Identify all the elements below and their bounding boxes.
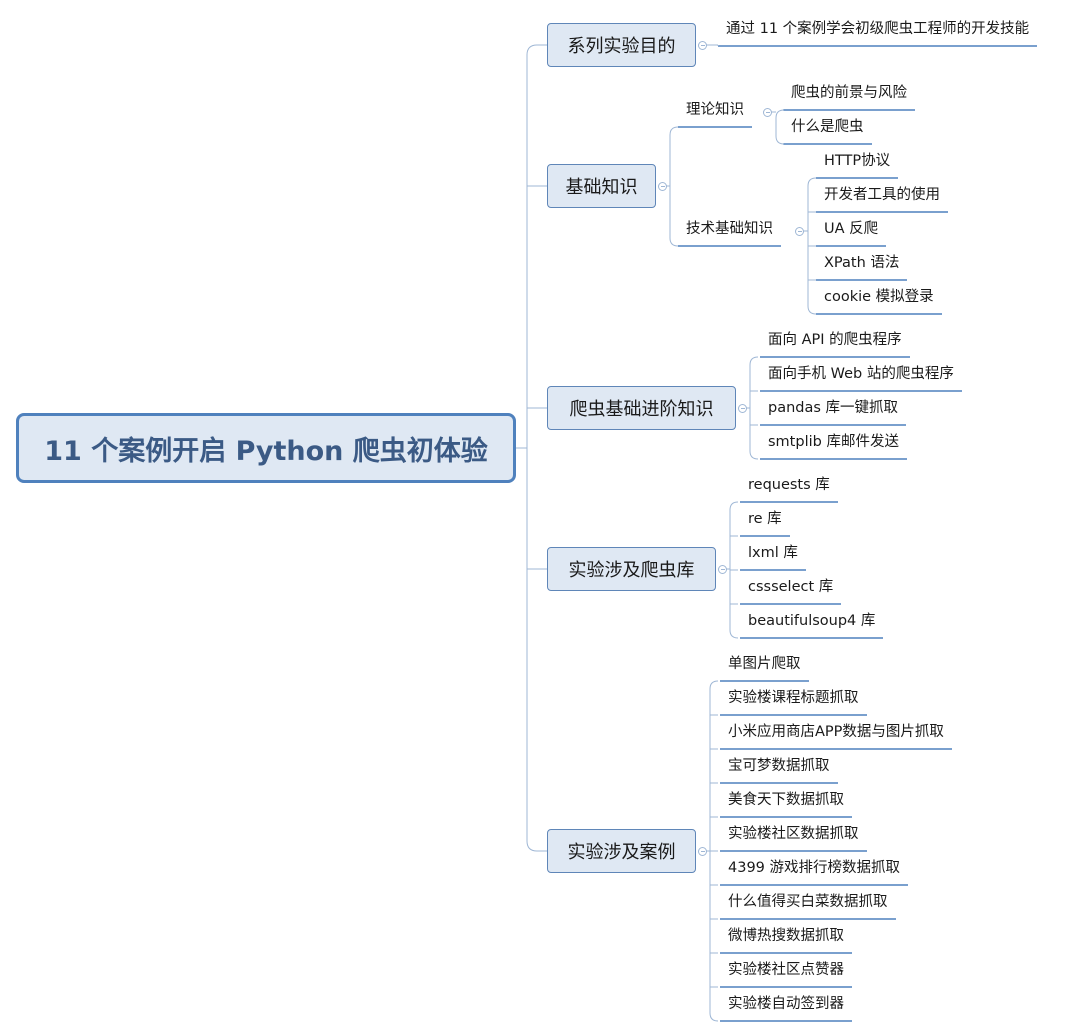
- leaf-basics[interactable]: 开发者工具的使用: [824, 187, 940, 203]
- collapse-toggle-icon[interactable]: [718, 565, 727, 574]
- connector-curve: [807, 305, 817, 315]
- branch-node-objective[interactable]: 系列实验目的: [547, 23, 696, 67]
- connector-curve: [749, 356, 759, 366]
- collapse-toggle-icon[interactable]: [658, 182, 667, 191]
- leaf-basics[interactable]: HTTP协议: [824, 153, 891, 169]
- connector-curve: [775, 135, 785, 145]
- branch-label: 爬虫基础进阶知识: [569, 399, 714, 420]
- leaf-library[interactable]: requests 库: [748, 477, 830, 493]
- collapse-toggle-icon[interactable]: [795, 227, 804, 236]
- connector-curve: [775, 109, 785, 119]
- connector-curve: [669, 237, 679, 247]
- leaf-case[interactable]: 4399 游戏排行榜数据抓取: [728, 860, 901, 876]
- leaf-basics[interactable]: UA 反爬: [824, 221, 879, 237]
- subtopic-tech-basics[interactable]: 技术基础知识: [686, 221, 773, 237]
- leaf-basics[interactable]: cookie 模拟登录: [824, 289, 934, 305]
- leaf-advanced[interactable]: 面向 API 的爬虫程序: [768, 332, 902, 348]
- leaf-basics[interactable]: XPath 语法: [824, 255, 900, 271]
- collapse-toggle-icon[interactable]: [698, 847, 707, 856]
- leaf-case[interactable]: 实验楼自动签到器: [728, 996, 844, 1012]
- leaf-case[interactable]: 实验楼社区点赞器: [728, 962, 844, 978]
- connector-curve: [807, 177, 817, 187]
- connector-curve: [709, 680, 719, 690]
- connector-curve: [526, 44, 547, 56]
- leaf-advanced[interactable]: 面向手机 Web 站的爬虫程序: [768, 366, 954, 382]
- branch-node-cases[interactable]: 实验涉及案例: [547, 829, 696, 873]
- branch-label: 系列实验目的: [567, 36, 676, 57]
- leaf-library[interactable]: beautifulsoup4 库: [748, 613, 876, 629]
- leaf-basics[interactable]: 爬虫的前景与风险: [791, 85, 907, 101]
- collapse-toggle-icon[interactable]: [763, 108, 772, 117]
- connector-curve: [729, 501, 739, 511]
- leaf-case[interactable]: 单图片爬取: [728, 656, 801, 672]
- branch-node-libraries[interactable]: 实验涉及爬虫库: [547, 547, 716, 591]
- leaf-case[interactable]: 微博热搜数据抓取: [728, 928, 844, 944]
- root-node[interactable]: 11 个案例开启 Python 爬虫初体验: [16, 413, 516, 483]
- subtopic-theory[interactable]: 理论知识: [686, 102, 744, 118]
- leaf-case[interactable]: 宝可梦数据抓取: [728, 758, 830, 774]
- leaf-library[interactable]: lxml 库: [748, 545, 798, 561]
- collapse-toggle-icon[interactable]: [698, 41, 707, 50]
- connector-curve: [526, 840, 547, 852]
- branch-label: 基础知识: [565, 177, 638, 198]
- leaf-objective[interactable]: 通过 11 个案例学会初级爬虫工程师的开发技能: [726, 21, 1030, 37]
- leaf-library[interactable]: re 库: [748, 511, 782, 527]
- connector-curve: [669, 126, 679, 136]
- leaf-case[interactable]: 小米应用商店APP数据与图片抓取: [728, 724, 944, 740]
- leaf-case[interactable]: 美食天下数据抓取: [728, 792, 844, 808]
- leaf-case[interactable]: 实验楼课程标题抓取: [728, 690, 859, 706]
- connector-curve: [729, 629, 739, 639]
- branch-label: 实验涉及案例: [567, 842, 676, 863]
- leaf-advanced[interactable]: pandas 库一键抓取: [768, 400, 899, 416]
- branch-node-advanced[interactable]: 爬虫基础进阶知识: [547, 386, 736, 430]
- leaf-advanced[interactable]: smtplib 库邮件发送: [768, 434, 899, 450]
- connector-curve: [749, 450, 759, 460]
- leaf-basics[interactable]: 什么是爬虫: [791, 119, 864, 135]
- root-label: 11 个案例开启 Python 爬虫初体验: [44, 435, 488, 467]
- connector-curve: [709, 1012, 719, 1022]
- leaf-library[interactable]: cssselect 库: [748, 579, 834, 595]
- branch-label: 实验涉及爬虫库: [568, 560, 695, 581]
- branch-node-basics[interactable]: 基础知识: [547, 164, 656, 208]
- leaf-case[interactable]: 实验楼社区数据抓取: [728, 826, 859, 842]
- collapse-toggle-icon[interactable]: [738, 404, 747, 413]
- leaf-case[interactable]: 什么值得买白菜数据抓取: [728, 894, 888, 910]
